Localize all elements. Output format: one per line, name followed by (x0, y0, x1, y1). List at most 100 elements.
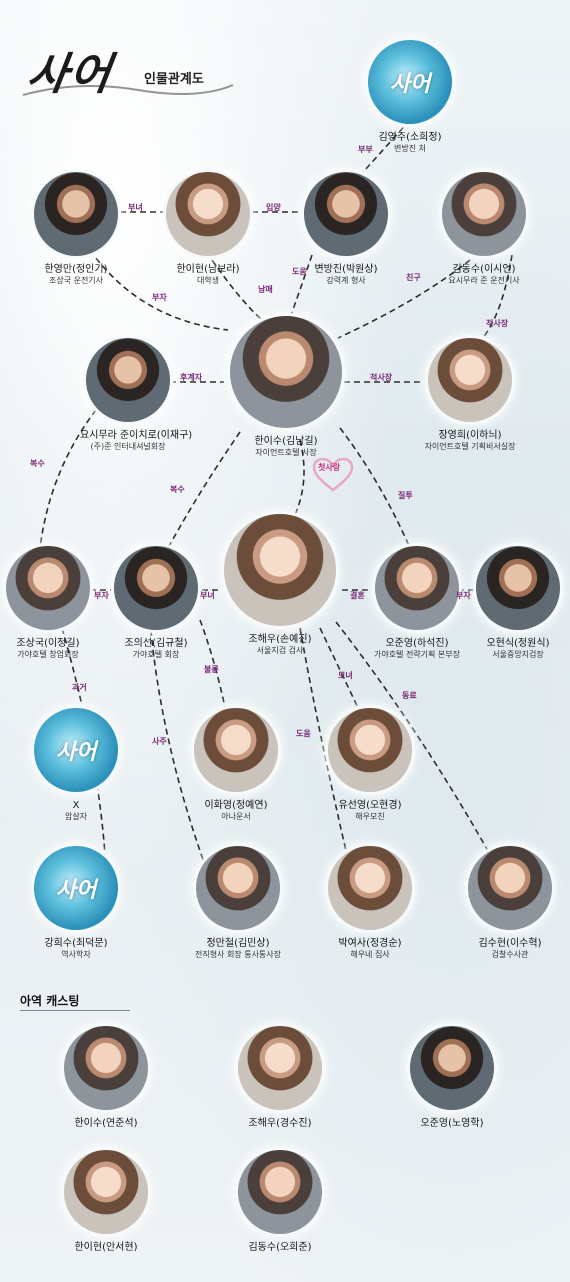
line-toru (289, 254, 313, 319)
portrait-icon (304, 172, 388, 256)
node-jangyounghee[interactable]: 장영희(이하늬) 자이언트호텔 기획비서실장 (410, 338, 530, 452)
node-name: 유선영(오현경) (338, 800, 402, 811)
node-name: 강희수(최덕문) (44, 938, 108, 949)
portrait-icon (238, 1150, 322, 1234)
node-name: 오준영(하석진) (385, 638, 449, 649)
relation-label: 입양 (266, 203, 281, 212)
node-ohyeonsik[interactable]: 오현식(정원식) 서울중앙지검장 (470, 546, 566, 660)
line-bubu (355, 119, 411, 181)
node-haniheon[interactable]: 한이현(남보라) 대학생 (160, 172, 256, 286)
diagram-subtitle: 인물관계도 (144, 72, 204, 87)
node-yoshimura[interactable]: 요시무라 준이치로(이재구) (주)준 인터내셔널회장 (80, 338, 192, 452)
node-role: 해우모친 (355, 812, 385, 821)
portrait-icon (238, 1026, 322, 1110)
node-name: 조의선(김규철) (124, 638, 188, 649)
relation-label: 부부 (358, 145, 373, 154)
portrait-icon (196, 846, 280, 930)
node-role: 서울중앙지검장 (492, 650, 544, 659)
line-toru2 (299, 627, 351, 869)
portrait-icon (34, 172, 118, 256)
node-kimyoungju[interactable]: 사어 김영주(소희정) 변방진 처 (362, 40, 458, 154)
child-node-hanisu[interactable]: 한이수(연준석) (58, 1026, 154, 1130)
child-node-haniheon[interactable]: 한이현(안서현) (58, 1150, 154, 1254)
node-hanisu[interactable]: 한이수(김남길) 자이언트호텔 사장 (222, 316, 350, 458)
child-cast-header: 아역 캐스팅 (20, 994, 80, 1008)
node-role: 역사학자 (61, 950, 91, 959)
node-johaeu[interactable]: 조해우(손예진) 서울지검 검사 (216, 514, 344, 656)
node-name: 조해우(경수진) (248, 1118, 312, 1129)
node-role: 가야호텔 전략기획 본부장 (373, 650, 461, 659)
node-name: 한이수(김남길) (254, 436, 318, 447)
line-nammae (211, 259, 263, 321)
child-node-ojunyoung[interactable]: 오준영(노영학) (404, 1026, 500, 1130)
drama-title: 사어 (23, 49, 116, 100)
node-x[interactable]: 사어 X 암살자 (28, 708, 124, 822)
node-yuseonyoung[interactable]: 유선영(오현경) 해우모친 (322, 708, 418, 822)
logo-icon: 사어 (368, 40, 452, 124)
portrait-icon (428, 338, 512, 422)
line-chingu (337, 259, 471, 339)
portrait-icon (328, 708, 412, 792)
node-role: 전직형사 회장 통사통사장 (194, 950, 282, 959)
line-jeoksajang1 (469, 254, 513, 351)
node-role: 변방진 처 (394, 144, 426, 153)
node-josangguk[interactable]: 조상국(이정길) 가야호텔 창업회장 (0, 546, 96, 660)
node-byeonbangjin[interactable]: 변방진(박원상) 강력계 형사 (298, 172, 394, 286)
node-joeuiseon[interactable]: 조의선(김규철) 가야호텔 회장 (108, 546, 204, 660)
node-name: 조해우(손예진) (248, 634, 312, 645)
relation-label: 친구 (406, 273, 421, 282)
portrait-icon (224, 514, 336, 626)
node-ojunyoung[interactable]: 오준영(하석진) 가야호텔 전략기획 본부장 (362, 546, 472, 660)
relation-label: 남매 (258, 285, 273, 294)
relation-label: 도움 (296, 729, 311, 738)
node-role: 검찰수사관 (491, 950, 529, 959)
portrait-icon (86, 338, 170, 422)
node-name: 이화영(정예연) (204, 800, 268, 811)
relation-label: 부녀 (200, 591, 215, 600)
node-name: 김수현(이수혁) (478, 938, 542, 949)
line-jiltu (339, 427, 411, 549)
node-role: 조상국 운전기사 (48, 276, 104, 285)
relation-label: 적사장 (370, 373, 393, 382)
child-node-johaeu[interactable]: 조해우(경수진) (232, 1026, 328, 1130)
relation-label: 동료 (402, 691, 417, 700)
section-divider (20, 1010, 130, 1011)
node-role: 암살자 (64, 812, 88, 821)
node-name: 오준영(노영학) (420, 1118, 484, 1129)
logo-icon: 사어 (34, 708, 118, 792)
portrait-icon (375, 546, 459, 630)
node-kimdongsu[interactable]: 김동수(이시언) 요시무라 준 운전기사 (436, 172, 532, 286)
node-role: 자이언트호텔 사장 (255, 448, 317, 457)
node-name: 한이수(연준석) (74, 1118, 138, 1129)
node-name: 김동수(오희준) (248, 1242, 312, 1253)
node-name: 조상국(이정길) (16, 638, 80, 649)
portrait-icon (468, 846, 552, 930)
relation-label: 과거 (72, 683, 87, 692)
node-jeongmancheol[interactable]: 정만철(김민상) 전직형사 회장 통사통사장 (176, 846, 300, 960)
relation-label: 부자 (152, 293, 167, 302)
node-role: 요시무라 준 운전기사 (448, 276, 520, 285)
node-name: 박여사(정경순) (338, 938, 402, 949)
node-hanyoungman[interactable]: 한영만(정인기) 조상국 운전기사 (28, 172, 124, 286)
portrait-icon (6, 546, 90, 630)
child-node-kimdongsu[interactable]: 김동수(오희준) (232, 1150, 328, 1254)
line-burryun (199, 619, 227, 713)
node-role: 자이언트호텔 기획비서실장 (424, 442, 516, 451)
node-role: 아나운서 (221, 812, 251, 821)
portrait-icon (64, 1150, 148, 1234)
node-name: 변방진(박원상) (314, 264, 378, 275)
line-boksu1 (39, 409, 97, 549)
portrait-icon (230, 316, 342, 428)
logo-icon: 사어 (34, 846, 118, 930)
relation-label: 사주 (152, 737, 167, 746)
node-leehwayoung[interactable]: 이화영(정예연) 아나운서 (188, 708, 284, 822)
node-kanghwasu[interactable]: 사어 강희수(최덕문) 역사학자 (28, 846, 124, 960)
relation-label: 복수 (170, 485, 185, 494)
line-donglyo (335, 621, 493, 859)
node-parkyeosa[interactable]: 박여사(정경순) 해우네 집사 (322, 846, 418, 960)
portrait-icon (166, 172, 250, 256)
node-name: 한이현(안서현) (74, 1242, 138, 1253)
node-kimsuhyeon[interactable]: 김수현(이수혁) 검찰수사관 (462, 846, 558, 960)
line-buja1 (89, 249, 229, 331)
node-name: X (72, 800, 80, 811)
